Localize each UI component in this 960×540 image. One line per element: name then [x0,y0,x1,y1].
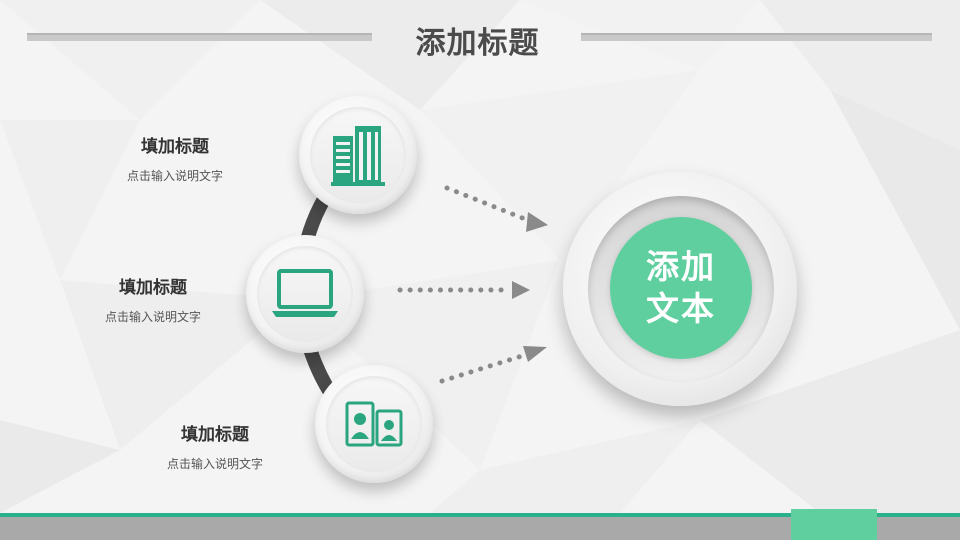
page-title: 添加标题 [415,26,540,61]
contact-cards-icon [345,401,403,447]
item-1-circle-inner [309,106,407,204]
title-rule-left [27,33,372,41]
arrow-top [444,185,548,232]
item-1-subtext: 点击输入说明文字 [126,169,223,183]
item-2-subtext: 点击输入说明文字 [104,310,201,324]
item-3-circle[interactable] [315,365,433,483]
item-3-heading: 填加标题 [181,425,249,445]
target-circle[interactable]: 添加 文本 [610,217,752,359]
item-1-heading: 填加标题 [141,137,209,157]
building-icon [331,126,385,186]
item-3-circle-inner [325,375,423,473]
footer-accent-tab [791,509,877,540]
item-1-label: 填加标题 点击输入说明文字 [110,132,240,184]
footer-stripe [0,513,960,517]
arrow-middle [397,281,530,299]
title-rule-right [581,33,932,41]
item-2-circle[interactable] [246,235,364,353]
center-text-line-2: 文本 [646,289,716,328]
item-2-label: 填加标题 点击输入说明文字 [88,273,218,325]
item-3-subtext: 点击输入说明文字 [166,457,263,471]
item-3-label: 填加标题 点击输入说明文字 [150,420,280,472]
item-2-circle-inner [256,245,354,343]
arrow-bottom [439,346,547,384]
center-text-line-1: 添加 [646,247,716,286]
item-1-circle[interactable] [299,96,417,214]
laptop-icon [272,269,338,317]
item-2-heading: 填加标题 [119,278,187,298]
